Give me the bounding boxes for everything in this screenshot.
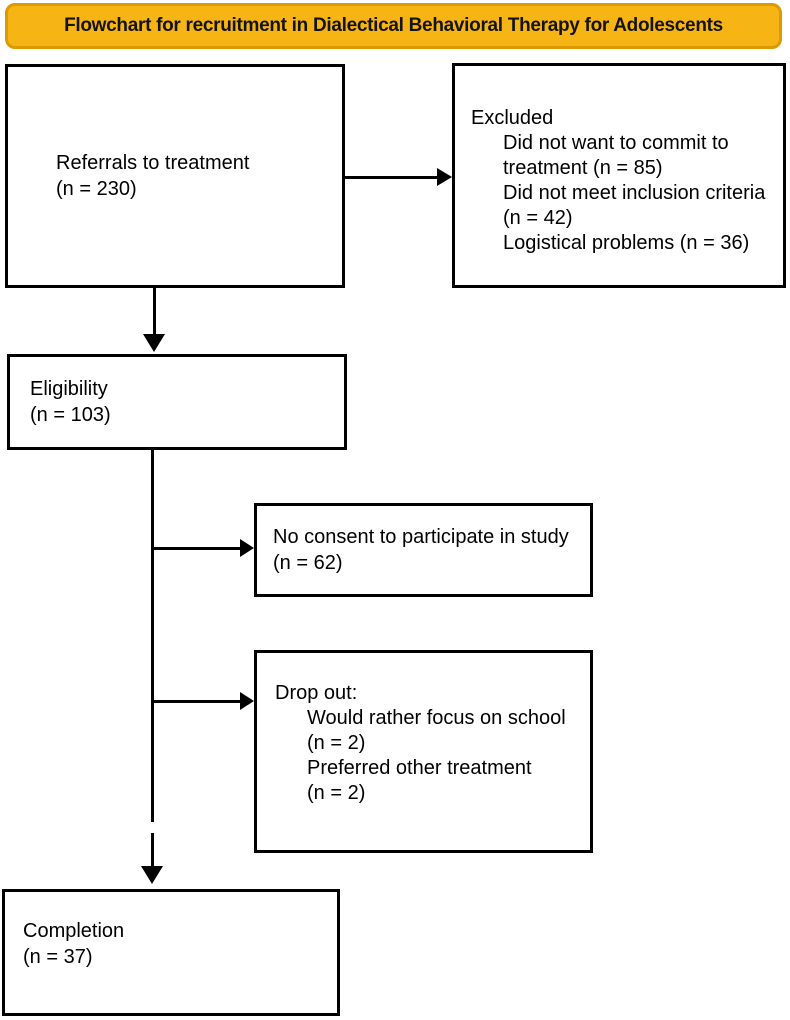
box-text-line: (n = 2) bbox=[307, 782, 366, 804]
box-text-line: Referrals to treatment bbox=[56, 152, 250, 174]
arrowhead-down-icon bbox=[141, 866, 163, 884]
box-text-line: Preferred other treatment bbox=[307, 757, 532, 779]
arrowhead-right-icon bbox=[240, 692, 254, 710]
box-text-line: Would rather focus on school bbox=[307, 707, 566, 729]
connector-to-drop-out bbox=[152, 700, 240, 703]
connector-referrals-to-eligibility bbox=[153, 288, 156, 334]
box-no-consent: No consent to participate in study (n = … bbox=[254, 503, 593, 597]
connector-referrals-to-excluded bbox=[345, 176, 437, 179]
box-excluded: Excluded Did not want to commit to treat… bbox=[452, 63, 786, 288]
box-text-line: (n = 42) bbox=[503, 207, 573, 229]
box-text-line: (n = 62) bbox=[273, 552, 343, 574]
box-text-line: Did not meet inclusion criteria bbox=[503, 182, 766, 204]
connector-to-no-consent bbox=[152, 547, 240, 550]
box-referrals-to-treatment: Referrals to treatment (n = 230) bbox=[5, 64, 345, 288]
arrowhead-right-icon bbox=[437, 168, 452, 186]
connector-eligibility-to-completion-segment bbox=[151, 833, 154, 866]
title-banner: Flowchart for recruitment in Dialectical… bbox=[5, 3, 782, 49]
box-text-line: No consent to participate in study bbox=[273, 526, 569, 548]
box-text-line: Did not want to commit to bbox=[503, 132, 729, 154]
box-text-line: (n = 103) bbox=[30, 404, 111, 426]
box-text-line: treatment (n = 85) bbox=[503, 157, 663, 179]
box-text-line: Logistical problems (n = 36) bbox=[503, 232, 750, 254]
page-title: Flowchart for recruitment in Dialectical… bbox=[64, 15, 723, 36]
box-text-line: Eligibility bbox=[30, 378, 108, 400]
box-text-line: Excluded bbox=[471, 107, 554, 129]
box-text-line: (n = 230) bbox=[56, 178, 137, 200]
connector-eligibility-to-completion bbox=[151, 450, 154, 822]
box-text-line: Drop out: bbox=[275, 682, 358, 704]
box-completion: Completion (n = 37) bbox=[2, 889, 340, 1016]
arrowhead-down-icon bbox=[143, 334, 165, 352]
box-text-line: Completion bbox=[23, 920, 125, 942]
box-drop-out: Drop out: Would rather focus on school (… bbox=[254, 650, 593, 853]
box-text-line: (n = 2) bbox=[307, 732, 366, 754]
box-eligibility: Eligibility (n = 103) bbox=[7, 354, 347, 450]
arrowhead-right-icon bbox=[240, 539, 254, 557]
box-text-line: (n = 37) bbox=[23, 946, 93, 968]
